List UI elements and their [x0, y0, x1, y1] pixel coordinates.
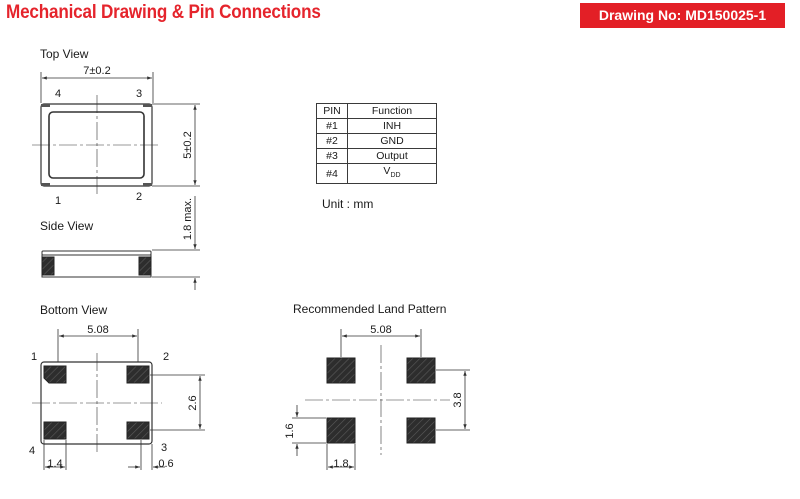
bottom-pad-3: [126, 421, 150, 440]
pin-table-header-function: Function: [347, 103, 437, 119]
side-height-dim-label: 1.8 max.: [182, 198, 194, 240]
land-pad-height-dim-label: 1.6: [284, 423, 296, 438]
top-width-dim-label: 7±0.2: [83, 65, 110, 77]
top-pin-1-label: 1: [55, 195, 61, 207]
top-height-dim-label: 5±0.2: [182, 131, 194, 158]
side-body: [41, 254, 152, 278]
bottom-pad-width-dim-label: 1.4: [47, 458, 62, 470]
bottom-pin-2-label: 2: [163, 351, 169, 363]
unit-label: Unit : mm: [322, 197, 374, 211]
side-right-pad: [138, 256, 152, 276]
table-row: #3 Output: [316, 148, 437, 164]
land-pattern-label: Recommended Land Pattern: [293, 302, 447, 316]
land-pattern: [292, 329, 470, 470]
top-pin-4-label: 4: [55, 88, 61, 100]
table-row: #4 VDD: [316, 162, 437, 185]
side-left-pad: [41, 256, 55, 276]
top-pin-3-label: 3: [136, 88, 142, 100]
pin-cell: #4: [316, 162, 348, 185]
bottom-pad-2: [126, 365, 150, 384]
bottom-edge-dim-label: 0.6: [158, 458, 173, 470]
table-row: #2 GND: [316, 133, 437, 149]
land-pad-3: [406, 417, 436, 444]
function-cell: INH: [347, 118, 437, 134]
table-row: #1 INH: [316, 118, 437, 134]
bottom-view: [32, 329, 205, 470]
top-view-label: Top View: [40, 47, 89, 61]
land-pad-1: [326, 357, 356, 384]
side-lid: [41, 250, 152, 256]
side-view-label: Side View: [40, 219, 94, 233]
land-pad-2: [406, 357, 436, 384]
bottom-pin-4-label: 4: [29, 445, 35, 457]
side-view: [41, 196, 200, 290]
function-main-text: V: [383, 165, 391, 177]
pin-cell: #2: [316, 133, 348, 149]
page-title: Mechanical Drawing & Pin Connections: [6, 2, 321, 23]
pin-function-table: PIN Function #1 INH #2 GND #3 Output #4 …: [316, 103, 437, 185]
top-view: [32, 72, 200, 195]
bottom-pitch-dim-label: 5.08: [87, 324, 108, 336]
function-cell: VDD: [347, 162, 437, 185]
pin-table-header-pin: PIN: [316, 103, 348, 119]
land-pad-width-dim-label: 1.8: [333, 458, 348, 470]
function-cell: GND: [347, 133, 437, 149]
bottom-pad-1: [43, 365, 67, 384]
function-cell: Output: [347, 148, 437, 164]
drawing-number-badge: Drawing No: MD150025-1: [580, 3, 785, 28]
bottom-vertical-dim-label: 2.6: [187, 395, 199, 410]
pin-table-header-row: PIN Function: [316, 103, 437, 119]
top-pin-2-label: 2: [136, 191, 142, 203]
pin-cell: #3: [316, 148, 348, 164]
bottom-view-label: Bottom View: [40, 303, 108, 317]
land-pad-4: [326, 417, 356, 444]
land-vertical-dim-label: 3.8: [452, 392, 464, 407]
bottom-pin-1-label: 1: [31, 351, 37, 363]
function-subscript: DD: [390, 172, 401, 180]
bottom-pad-4: [43, 421, 67, 440]
bottom-pin-3-label: 3: [161, 442, 167, 454]
pin-cell: #1: [316, 118, 348, 134]
land-pitch-dim-label: 5.08: [370, 324, 391, 336]
